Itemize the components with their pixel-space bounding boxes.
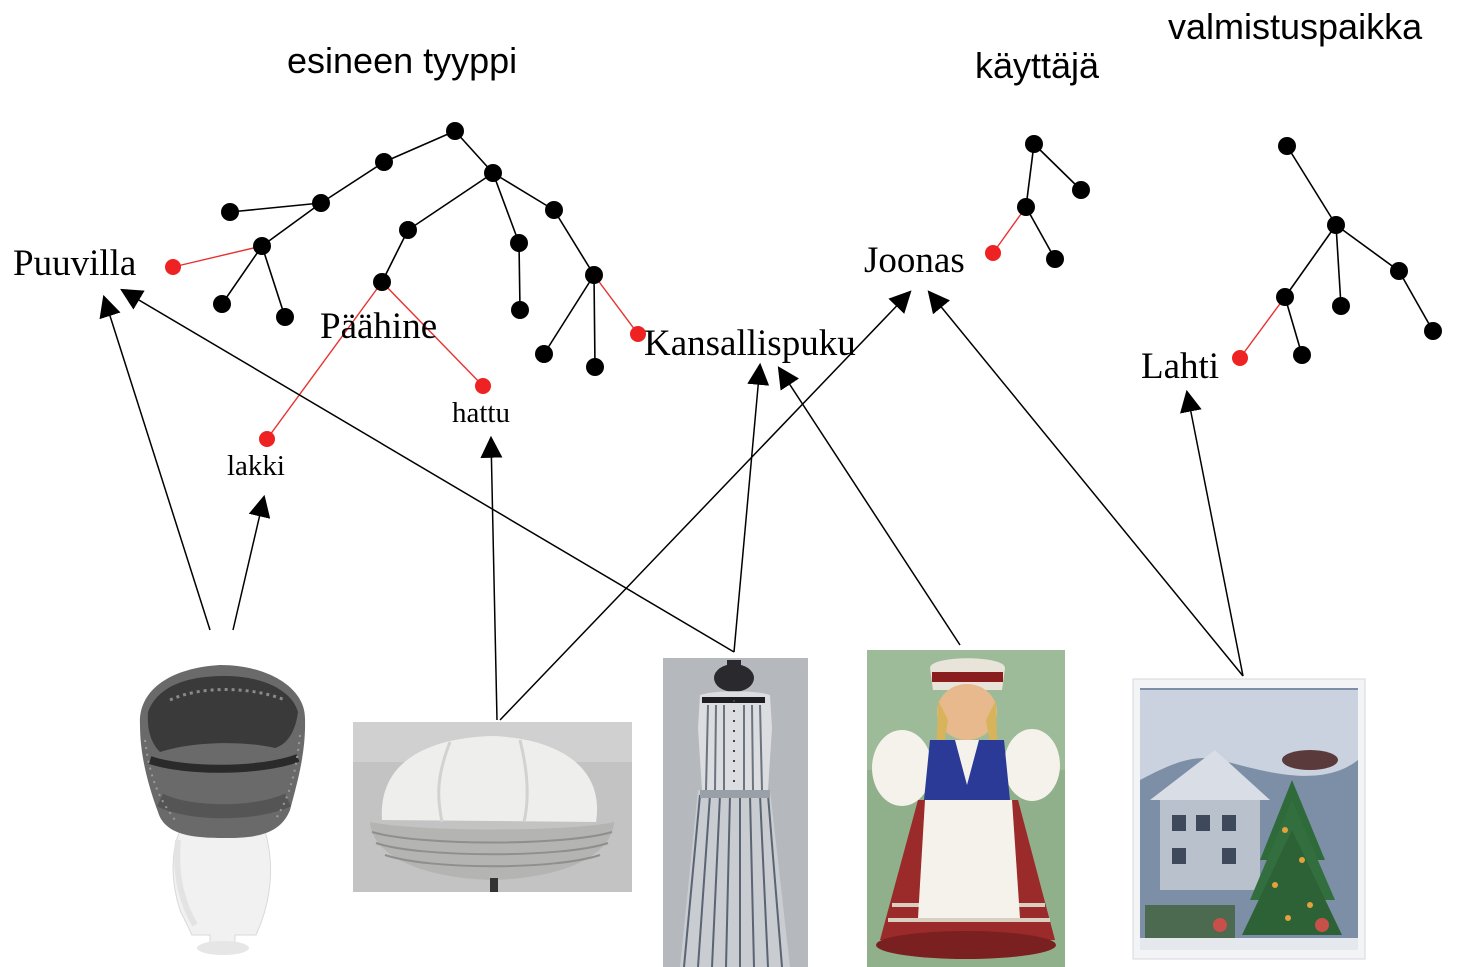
tree-selected-nodes (165, 259, 646, 447)
arrow-card-to-joonas (927, 290, 1244, 677)
arrow-doll-to-kansallispuku (777, 366, 961, 646)
tree-selected-edges (172, 245, 639, 440)
concept-label-lahti: Lahti (1141, 346, 1219, 387)
tree-nodes (213, 122, 604, 376)
concept-label-kansallispuku: Kansallispuku (644, 323, 856, 364)
arrow-hat-to-hattu (480, 435, 503, 721)
arrow-dress-to-kansallispuku (733, 362, 770, 653)
concept-label-joonas: Joonas (864, 240, 965, 281)
user-tree (985, 135, 1090, 268)
concept-label-paahine: Päähine (320, 306, 437, 347)
arrow-cap-to-puuvilla (99, 294, 211, 631)
annotation-arrows (99, 288, 1244, 721)
heading-place: valmistuspaikka (1168, 6, 1423, 47)
christmas-scene-card-icon[interactable] (1132, 678, 1366, 960)
arrow-cap-to-lakki (232, 494, 271, 631)
striped-dress-on-dress-form-icon[interactable] (663, 658, 808, 967)
concept-label-puuvilla: Puuvilla (13, 243, 136, 284)
folk-costume-doll-icon[interactable] (867, 650, 1065, 967)
place-tree (1232, 137, 1442, 366)
white-sailor-hat-icon[interactable] (353, 722, 632, 892)
heading-user: käyttäjä (975, 45, 1100, 86)
tree-edges (221, 130, 596, 368)
arrow-hat-to-joonas (499, 290, 912, 721)
knitted-cap-on-mannequin-head-icon[interactable] (139, 665, 306, 955)
arrow-dress-to-puuvilla (120, 288, 735, 653)
concept-label-lakki: lakki (227, 450, 285, 482)
heading-object-type: esineen tyyppi (287, 40, 517, 81)
object-type-tree (165, 122, 646, 447)
arrow-card-to-lahti (1180, 389, 1244, 677)
concept-label-hattu: hattu (452, 397, 510, 429)
